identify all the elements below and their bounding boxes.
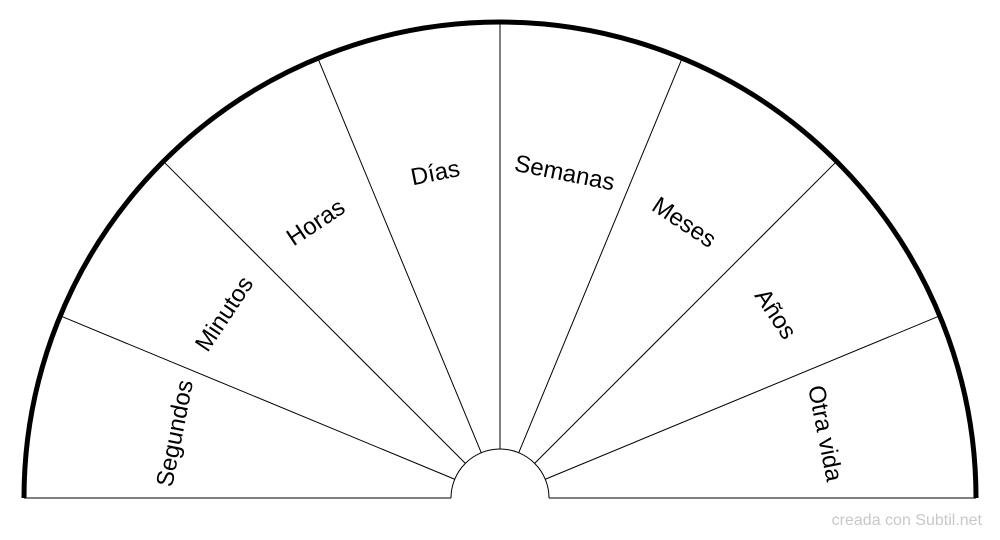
- sector-dividers: [60, 22, 940, 480]
- sector-divider: [163, 161, 466, 464]
- sector-label: Meses: [647, 192, 721, 254]
- sector-divider: [534, 161, 837, 464]
- sector-divider: [60, 315, 455, 480]
- sector-label: Semanas: [512, 150, 617, 196]
- sector-label: Otra vida: [802, 383, 848, 484]
- outer-arc: [21, 19, 979, 499]
- credit-text: creada con Subtil.net: [831, 512, 982, 529]
- sector-label: Minutos: [190, 272, 259, 357]
- inner-arc: [450, 448, 550, 499]
- sector-label: Días: [409, 155, 463, 191]
- sector-divider: [317, 58, 482, 453]
- sector-label: Horas: [282, 194, 350, 252]
- sector-label: Segundos: [151, 378, 199, 489]
- sector-label: Años: [749, 284, 802, 344]
- sector-divider: [518, 58, 683, 453]
- sector-divider: [545, 315, 940, 480]
